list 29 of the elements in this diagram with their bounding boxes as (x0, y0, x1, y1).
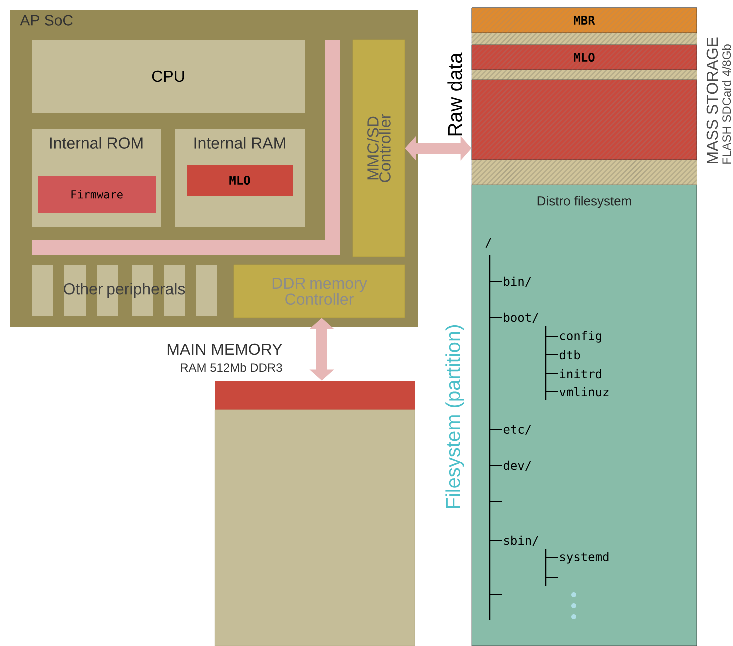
memory-spec: RAM 512Mb DDR3 (181, 363, 282, 372)
storage-spec: FLASH SDCard 4/8Gb (722, 44, 732, 164)
controller-box: DDR memory Controller (234, 264, 406, 318)
tree-entry: dev/ (504, 460, 532, 472)
tree-entry: / (486, 238, 492, 248)
peripherals-block: Other peripherals (32, 265, 217, 316)
partition-band (472, 80, 698, 160)
tree-entry: sbin/ (504, 536, 538, 546)
tree-entry: initrd (560, 369, 602, 379)
node-label: Other peripherals (64, 283, 186, 298)
tree-entry: boot/ (504, 312, 538, 324)
mlo-box: MLO (187, 165, 293, 196)
tree-entry: config (560, 331, 602, 343)
memory-box (214, 410, 416, 646)
cpu-box: CPU (32, 40, 305, 113)
partition-band: MLO (472, 44, 698, 70)
tree-entry: vmlinuz (560, 387, 609, 397)
tree-entry: bin/ (504, 276, 532, 288)
edge-label: Raw data (448, 52, 462, 136)
controller-box: MMC/SD Controller (352, 40, 406, 258)
storage-label: MASS STORAGE (706, 38, 718, 164)
tree-entry: systemd (560, 552, 609, 564)
partition-band: MBR (472, 8, 698, 34)
memory-band (215, 381, 415, 410)
memory-label: MAIN MEMORY (168, 344, 282, 356)
firmware-box: Firmware (38, 176, 156, 213)
tree-entry: etc/ (504, 425, 532, 435)
partition-label: Filesystem (partition) (446, 325, 464, 508)
tree-entry: dtb (560, 350, 580, 360)
